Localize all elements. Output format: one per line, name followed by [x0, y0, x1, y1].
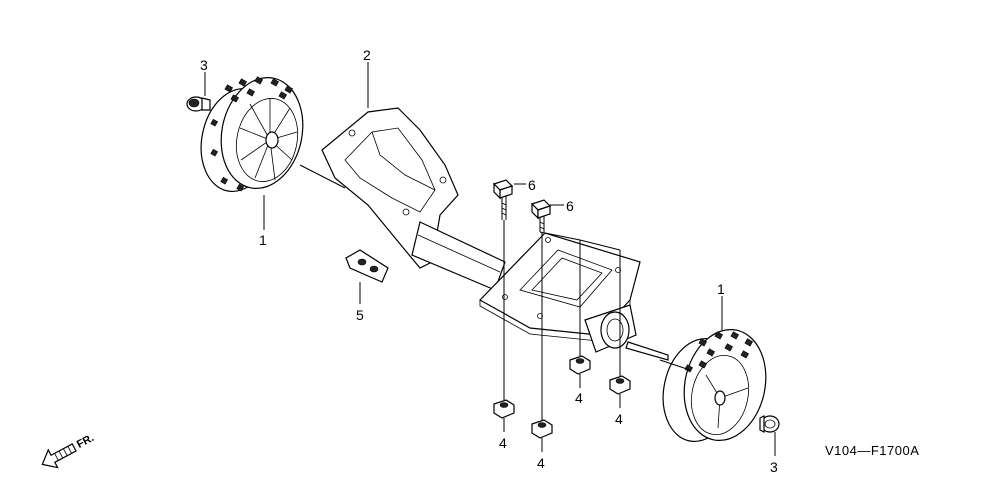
callout-axle-housing: 2 — [363, 47, 371, 63]
callout-nut-a: 4 — [499, 435, 507, 451]
nut-a — [493, 399, 515, 419]
callout-cap-bottom-right: 3 — [770, 459, 778, 475]
leader-lines — [204, 62, 776, 456]
callout-nut-b: 4 — [537, 455, 545, 471]
callout-bolt-a: 6 — [528, 177, 536, 193]
front-arrow-label: FR. — [75, 432, 96, 451]
callout-nut-c: 4 — [575, 390, 583, 406]
callout-wheel-front-left: 1 — [259, 232, 267, 248]
cap-bottom-right — [759, 415, 780, 433]
callout-bolt-b: 6 — [566, 198, 574, 214]
callout-nut-d: 4 — [615, 411, 623, 427]
clip — [345, 249, 389, 283]
cap-top-left — [186, 96, 211, 112]
bolt-b — [530, 199, 552, 232]
nut-c — [569, 355, 591, 375]
figure-code: V104—F1700A — [825, 443, 919, 458]
nut-b — [531, 419, 553, 439]
wheel-front-left — [200, 76, 304, 193]
callout-wheel-rear-right: 1 — [717, 281, 725, 297]
axle-housing — [321, 107, 669, 361]
bolt-a — [492, 179, 514, 220]
callout-clip: 5 — [356, 307, 364, 323]
nut-d — [609, 375, 631, 395]
callout-cap-top-left: 3 — [200, 57, 208, 73]
arrow-icon — [41, 443, 77, 469]
front-direction-arrow: FR. — [41, 432, 96, 469]
wheel-rear-right — [662, 328, 767, 443]
